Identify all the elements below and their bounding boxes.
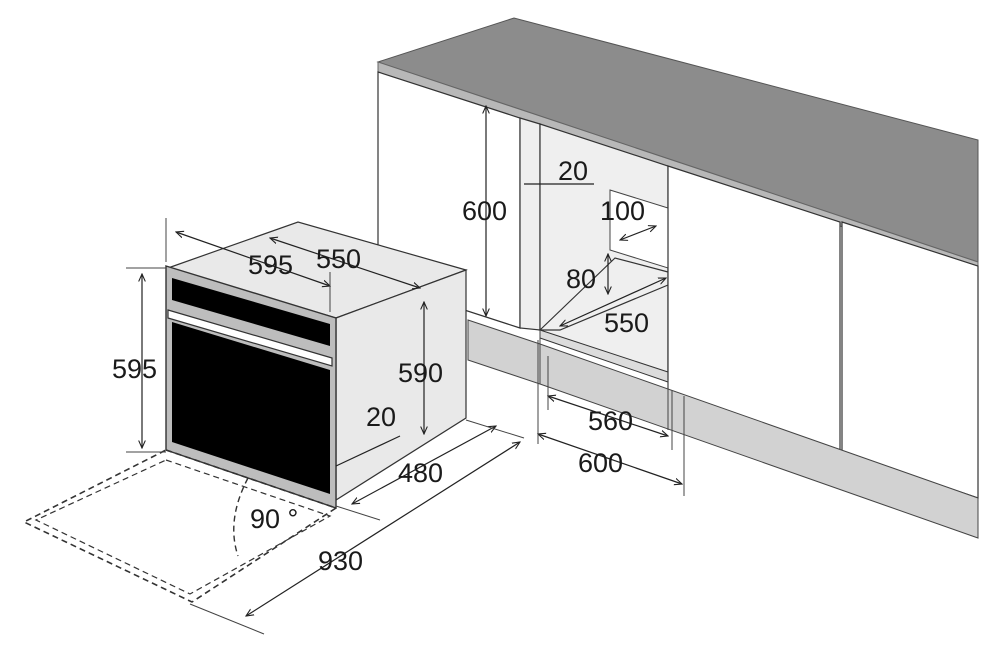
label-oven-body-height: 590 <box>398 358 443 388</box>
label-vent-depth: 100 <box>600 196 645 226</box>
label-oven-inner-width: 550 <box>316 244 361 274</box>
label-niche-depth: 550 <box>604 308 649 338</box>
label-niche-width: 600 <box>578 448 623 478</box>
label-oven-width: 595 <box>248 250 293 280</box>
label-niche-min-width: 560 <box>588 406 633 436</box>
label-niche-height: 600 <box>462 196 507 226</box>
dimension-lines <box>126 106 685 635</box>
label-oven-height: 595 <box>112 354 157 384</box>
oven-control-panel <box>172 278 330 346</box>
label-vent-height: 80 <box>566 264 596 294</box>
label-door-open-depth: 930 <box>318 546 363 576</box>
kitchen-cabinets <box>376 17 979 539</box>
label-door-angle: 90 ° <box>250 504 298 534</box>
label-niche-gap: 20 <box>558 156 588 186</box>
cabinet-right-door-2 <box>841 221 979 499</box>
niche-side-wall <box>519 117 541 331</box>
dimension-labels: 595 550 595 590 20 480 930 90 ° 600 20 1… <box>112 156 649 576</box>
label-front-panel: 20 <box>366 402 396 432</box>
oven-door-handle <box>167 309 333 367</box>
label-oven-depth: 480 <box>398 458 443 488</box>
